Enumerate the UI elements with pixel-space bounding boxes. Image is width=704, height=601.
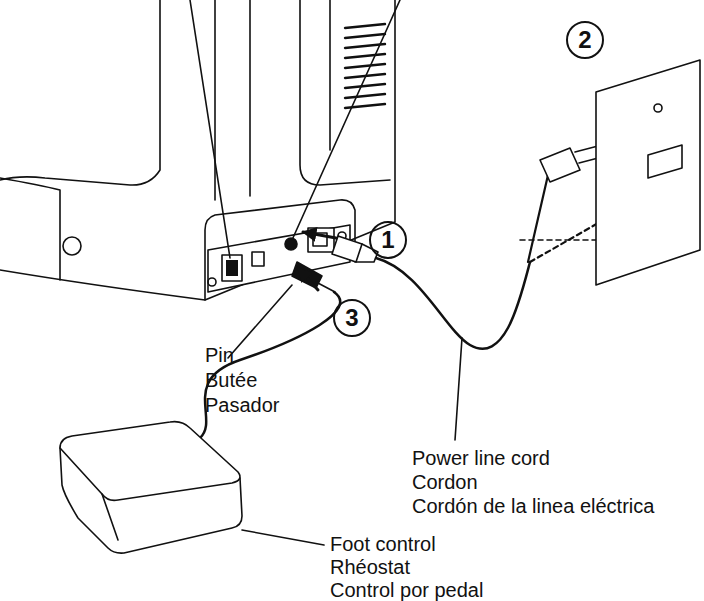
callout-circle (334, 300, 370, 336)
part-label: Control por pedal (330, 580, 483, 600)
callout-number: 1 (370, 222, 406, 258)
leader-line (228, 285, 292, 358)
part-label: Pasador (205, 395, 280, 415)
back-panel (208, 225, 350, 292)
part-label: Foot control (330, 534, 436, 554)
leader-line (455, 338, 462, 440)
foot-pedal (60, 422, 324, 554)
leader-line (190, 0, 230, 258)
part-label: Cordon (412, 472, 478, 492)
power-connector (303, 232, 378, 262)
foot-cord (200, 292, 340, 438)
dashed-guide (520, 222, 600, 240)
foot-plug (292, 262, 335, 292)
callout-number: 2 (567, 22, 603, 58)
part-label: Pin (205, 345, 234, 365)
part-label: Power line cord (412, 448, 550, 468)
machine-body (0, 0, 395, 300)
part-label: Rhéostat (330, 557, 410, 577)
callout-circle (370, 222, 406, 258)
power-cord (528, 175, 548, 262)
part-label: Cordón de la linea eléctrica (412, 496, 654, 516)
vent-grille (345, 24, 385, 108)
wall-outlet (596, 60, 700, 285)
power-cord (530, 222, 600, 262)
leader-line (292, 0, 400, 240)
callout-circle (567, 22, 603, 58)
callout-number: 3 (334, 300, 370, 336)
part-label: Butée (205, 370, 257, 390)
power-cord (376, 258, 530, 349)
